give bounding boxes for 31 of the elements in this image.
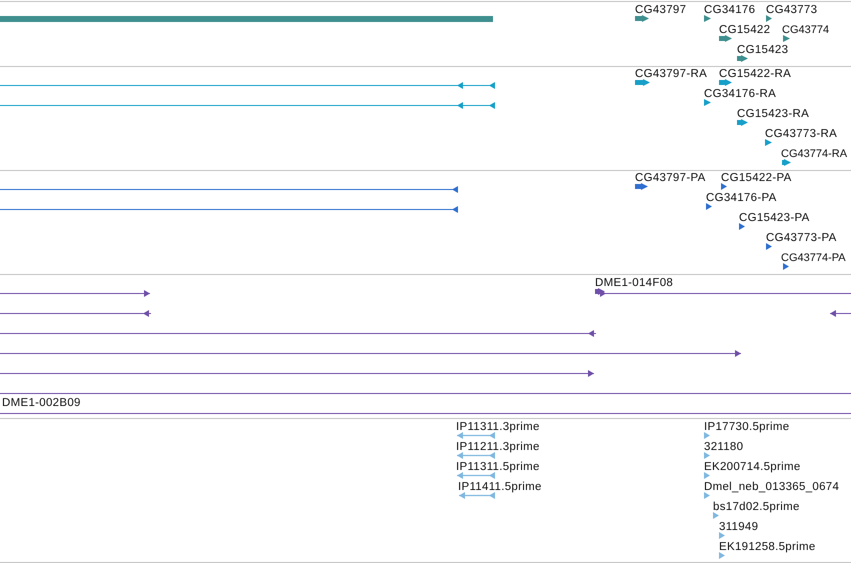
feature-label: CG15423-PA: [739, 211, 810, 225]
feature-label: CG43773: [766, 3, 818, 17]
feature-label: CG15423: [737, 43, 788, 57]
feature-label: EK191258.5prime: [719, 540, 816, 554]
feature-label: CG15422-PA: [721, 171, 792, 185]
feature-label: 311949: [719, 520, 758, 534]
feature-label: CG43774-RA: [781, 147, 848, 161]
feature-label: IP11211.3prime: [456, 440, 540, 454]
feature-label: CG34176-PA: [706, 191, 777, 205]
feature-label: CG34176-RA: [704, 87, 776, 101]
feature-label: CG34176: [704, 3, 756, 17]
feature-label: CG15422-RA: [719, 67, 792, 81]
feature-label: CG43773-PA: [766, 231, 837, 245]
feature-label: CG43797: [635, 3, 686, 17]
feature-label: CG43774-PA: [781, 251, 846, 265]
feature-label: DME1-002B09: [2, 396, 81, 410]
feature-label: CG15422: [719, 23, 770, 37]
feature-label: CG15423-RA: [737, 107, 810, 121]
feature-label: DME1-014F08: [595, 276, 674, 290]
feature-label: IP11411.5prime: [458, 480, 542, 494]
feature-label: EK200714.5prime: [704, 460, 801, 474]
feature-label: CG43773-RA: [765, 127, 838, 141]
feature-label: CG43797-RA: [635, 67, 708, 81]
feature-label: CG43797-PA: [635, 171, 706, 185]
feature-label: IP11311.5prime: [456, 460, 540, 474]
feature-label: CG43774: [782, 23, 830, 37]
feature-label: IP17730.5prime: [704, 420, 790, 434]
feature-label: IP11311.3prime: [456, 420, 540, 434]
feature-label: Dmel_neb_013365_0674: [704, 480, 840, 494]
feature-label: 321180: [704, 440, 744, 454]
feature-label: bs17d02.5prime: [713, 500, 800, 514]
